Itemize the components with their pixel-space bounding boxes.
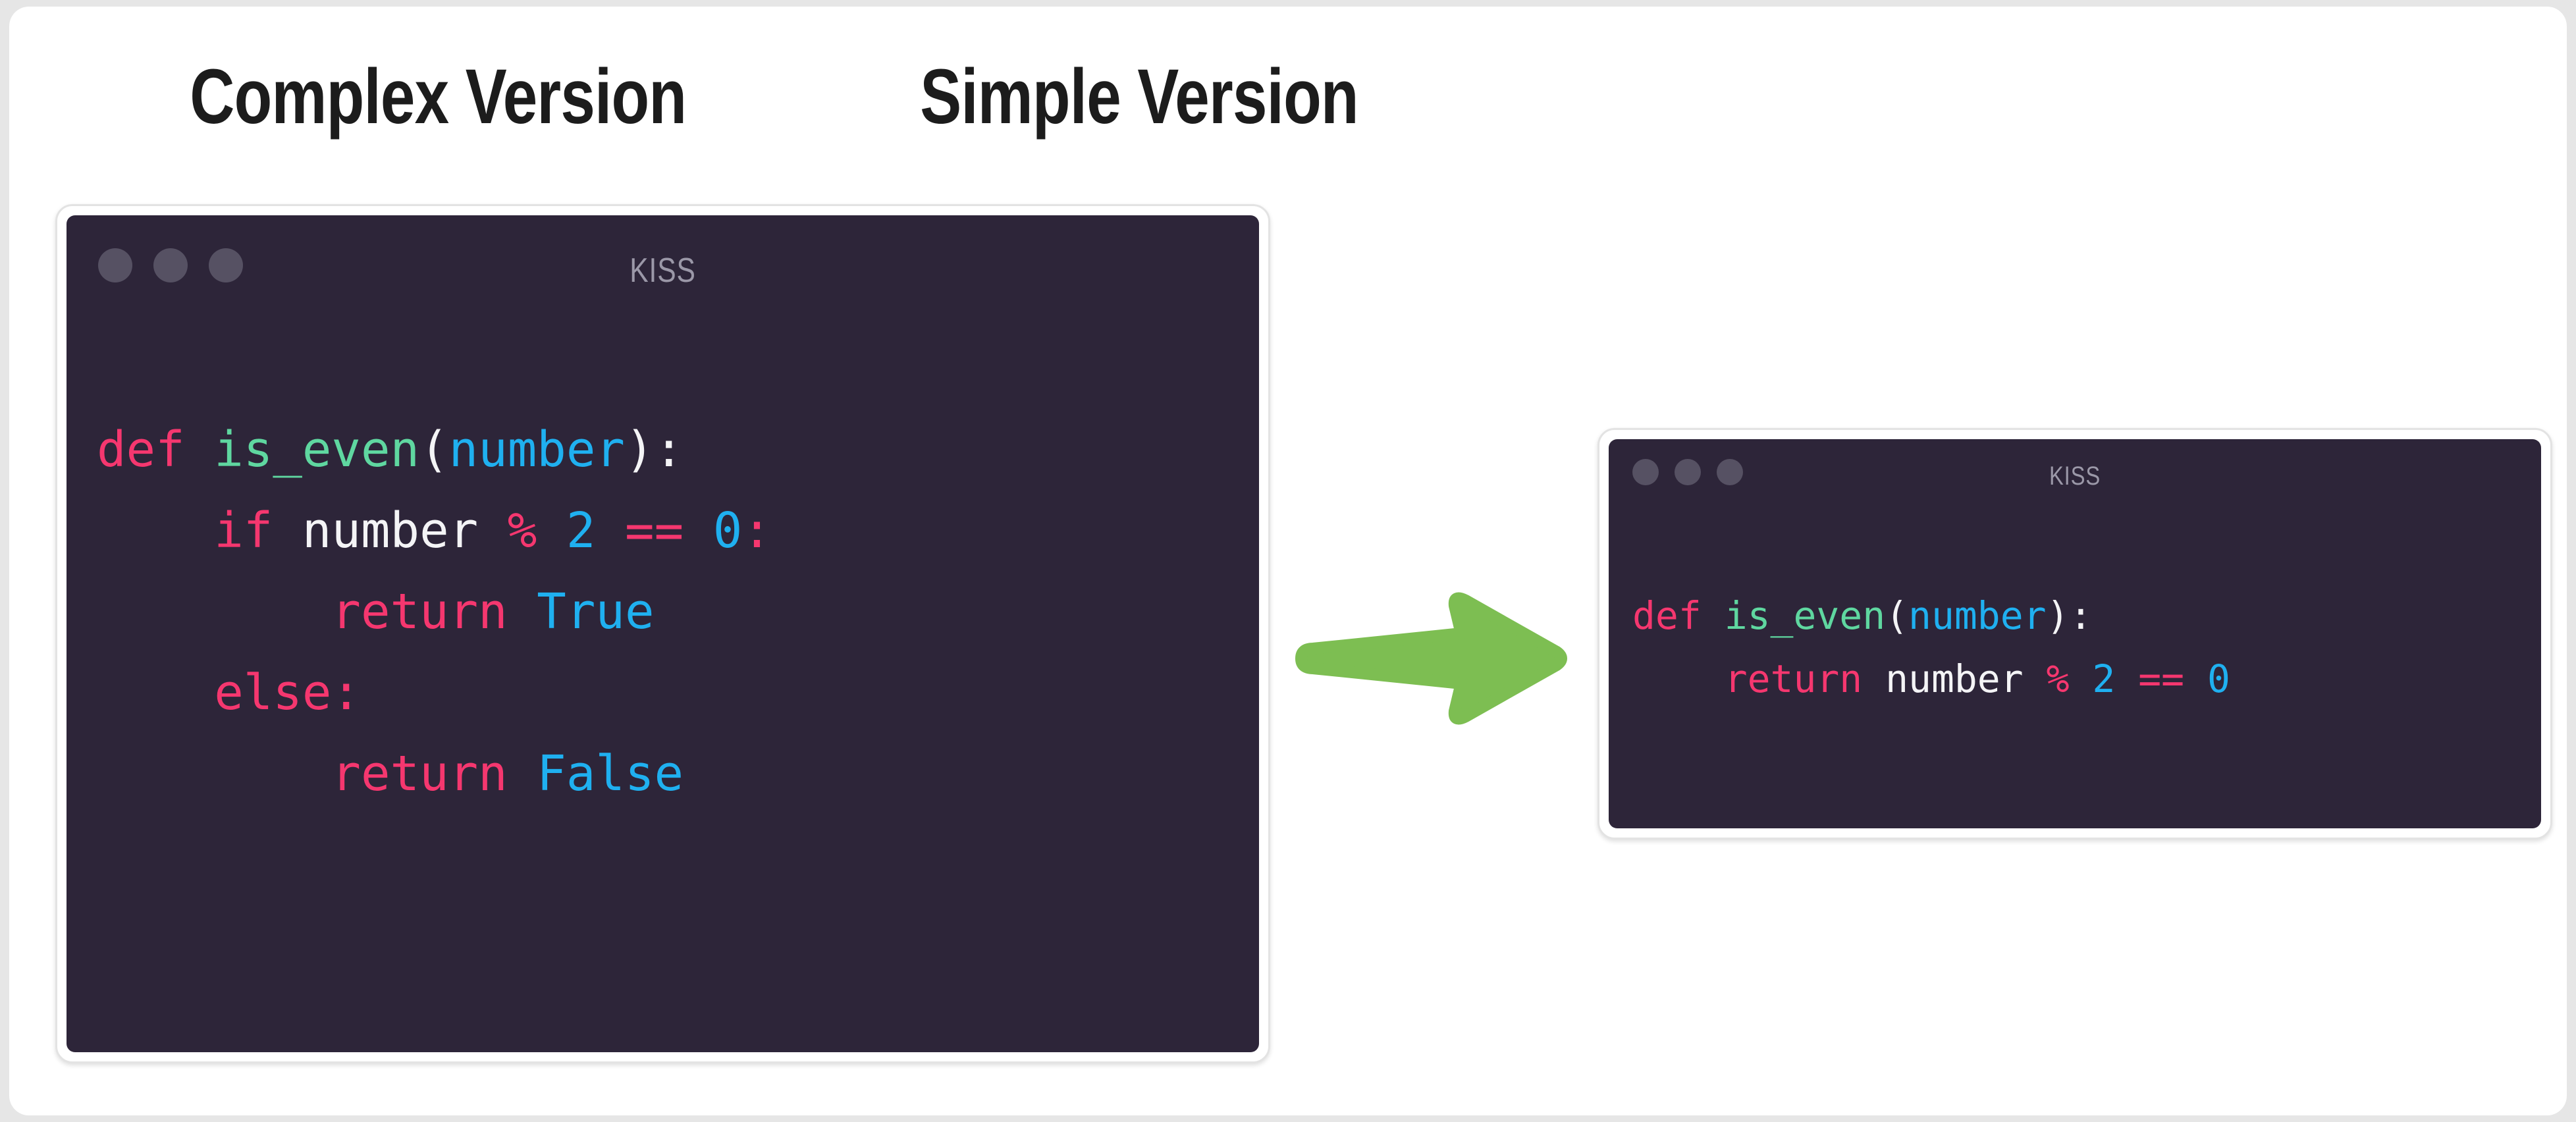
code-line: def is_even(number): xyxy=(97,410,772,491)
code-token: 2 xyxy=(2092,656,2116,701)
code-token xyxy=(2024,656,2047,701)
code-token: False xyxy=(537,745,684,802)
code-line: else: xyxy=(97,653,772,734)
code-token: % xyxy=(2046,656,2070,701)
code-line: return number % 2 == 0 xyxy=(1632,647,2230,710)
code-token: ( xyxy=(1885,593,1909,638)
code-token xyxy=(595,502,625,559)
code-token: return xyxy=(331,583,508,640)
code-token xyxy=(2184,656,2207,701)
complex-version-title: Complex Version xyxy=(190,53,687,140)
code-window-complex: KISS def is_even(number): if number % 2 … xyxy=(55,204,1270,1063)
window-dot-minimize-icon[interactable] xyxy=(153,248,188,282)
code-token: def xyxy=(97,421,185,478)
code-token: == xyxy=(2138,656,2185,701)
code-token xyxy=(478,502,508,559)
code-token xyxy=(97,583,331,640)
code-line: return False xyxy=(97,734,772,815)
slide-card: Complex Version KISS def is_even(number)… xyxy=(9,7,2567,1115)
code-token xyxy=(537,502,566,559)
code-block-complex: def is_even(number): if number % 2 == 0:… xyxy=(97,410,772,815)
window-dot-minimize-icon[interactable] xyxy=(1675,459,1701,485)
code-token: number xyxy=(448,421,625,478)
code-token: : xyxy=(742,502,772,559)
code-token xyxy=(185,421,215,478)
code-window-inner-simple: KISS def is_even(number): return number … xyxy=(1609,439,2541,828)
code-token: number xyxy=(302,502,479,559)
code-token: : xyxy=(331,664,361,721)
window-dot-maximize-icon[interactable] xyxy=(209,248,243,282)
window-dots-complex xyxy=(98,248,243,282)
code-token xyxy=(97,745,331,802)
code-block-simple: def is_even(number): return number % 2 =… xyxy=(1632,584,2230,710)
titlebar-simple: KISS xyxy=(1609,447,2541,493)
code-token: 0 xyxy=(712,502,743,559)
simple-version-title: Simple Version xyxy=(920,53,1358,140)
code-token xyxy=(508,745,537,802)
code-token: else xyxy=(214,664,332,721)
code-token xyxy=(273,502,302,559)
code-token xyxy=(508,583,537,640)
code-token: return xyxy=(1724,656,1863,701)
code-token: : xyxy=(654,421,684,478)
code-line: if number % 2 == 0: xyxy=(97,491,772,572)
code-token: True xyxy=(537,583,655,640)
window-dots-simple xyxy=(1632,459,1743,485)
titlebar-complex: KISS xyxy=(67,230,1259,290)
code-line: def is_even(number): xyxy=(1632,584,2230,647)
window-dot-maximize-icon[interactable] xyxy=(1717,459,1743,485)
code-token: ( xyxy=(419,421,449,478)
code-token: 2 xyxy=(566,502,596,559)
code-token xyxy=(2115,656,2138,701)
code-token: 0 xyxy=(2207,656,2230,701)
code-token: def xyxy=(1632,593,1702,638)
window-name-complex: KISS xyxy=(630,252,696,290)
code-token: ) xyxy=(624,421,655,478)
code-token xyxy=(1862,656,1885,701)
code-token: is_even xyxy=(1724,593,1886,638)
window-dot-close-icon[interactable] xyxy=(98,248,132,282)
code-token: number xyxy=(1908,593,2047,638)
code-token xyxy=(1702,593,1725,638)
code-token xyxy=(97,664,214,721)
code-token: return xyxy=(331,745,508,802)
code-token: : xyxy=(2069,593,2093,638)
code-token: is_even xyxy=(214,421,420,478)
code-window-simple: KISS def is_even(number): return number … xyxy=(1597,428,2552,840)
code-token xyxy=(2069,656,2092,701)
code-token: number xyxy=(1885,656,2024,701)
code-token xyxy=(1632,656,1725,701)
code-token: % xyxy=(507,502,537,559)
code-token: if xyxy=(214,502,273,559)
window-name-simple: KISS xyxy=(2049,462,2101,491)
code-line: return True xyxy=(97,572,772,653)
window-dot-close-icon[interactable] xyxy=(1632,459,1659,485)
code-window-inner-complex: KISS def is_even(number): if number % 2 … xyxy=(67,215,1259,1052)
arrow-right-icon xyxy=(1293,586,1570,731)
code-token: ) xyxy=(2046,593,2070,638)
code-token: == xyxy=(625,502,684,559)
code-token xyxy=(97,502,214,559)
code-token xyxy=(684,502,713,559)
